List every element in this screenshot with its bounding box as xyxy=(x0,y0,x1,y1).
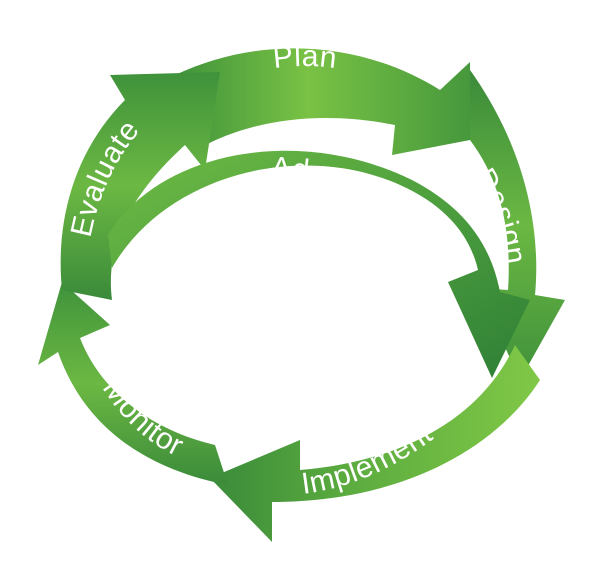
arc-monitor xyxy=(38,282,228,485)
arc-implement xyxy=(210,345,540,542)
label-plan: Plan xyxy=(271,40,338,75)
arc-plan xyxy=(175,48,470,156)
svg-text:Plan: Plan xyxy=(271,40,338,75)
arc-adapt xyxy=(108,150,530,378)
arc-evaluate xyxy=(60,72,220,300)
